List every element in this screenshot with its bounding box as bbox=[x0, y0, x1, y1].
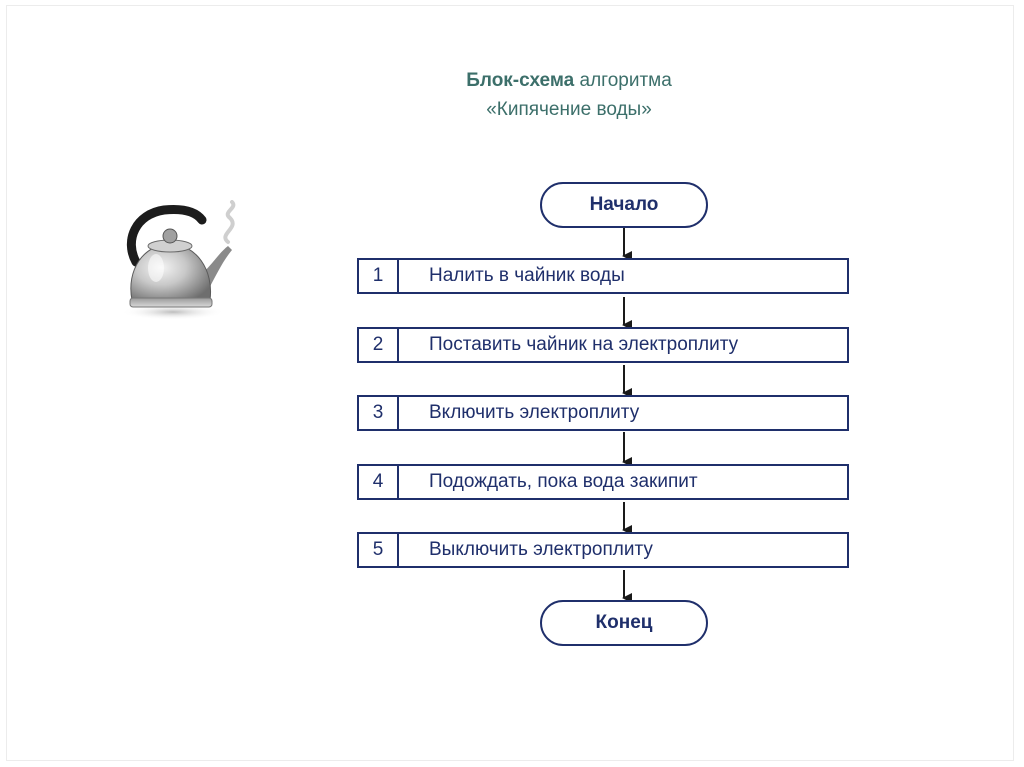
step-text: Подождать, пока вода закипит bbox=[429, 466, 698, 498]
step-number: 2 bbox=[359, 329, 399, 361]
step-text: Выключить электроплиту bbox=[429, 534, 653, 566]
step-number: 5 bbox=[359, 534, 399, 566]
step-number: 3 bbox=[359, 397, 399, 429]
step-text: Поставить чайник на электроплиту bbox=[429, 329, 738, 361]
step-5: 5 Выключить электроплиту bbox=[357, 532, 849, 568]
start-terminal: Начало bbox=[540, 182, 708, 228]
step-4: 4 Подождать, пока вода закипит bbox=[357, 464, 849, 500]
step-2: 2 Поставить чайник на электроплиту bbox=[357, 327, 849, 363]
step-text: Включить электроплиту bbox=[429, 397, 639, 429]
step-1: 1 Налить в чайник воды bbox=[357, 258, 849, 294]
step-number: 1 bbox=[359, 260, 399, 292]
end-terminal: Конец bbox=[540, 600, 708, 646]
step-text: Налить в чайник воды bbox=[429, 260, 625, 292]
step-number: 4 bbox=[359, 466, 399, 498]
step-3: 3 Включить электроплиту bbox=[357, 395, 849, 431]
